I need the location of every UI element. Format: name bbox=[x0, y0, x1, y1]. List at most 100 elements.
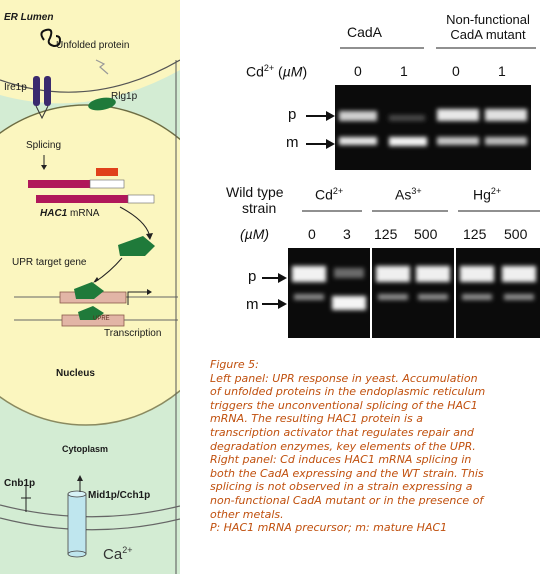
as-lane2-m-band bbox=[418, 294, 448, 300]
er-membrane bbox=[0, 59, 181, 93]
cnb1p-label: Cnb1p bbox=[4, 478, 36, 489]
hac1p-on-gene bbox=[74, 282, 104, 299]
bottom-p-label: p bbox=[248, 268, 257, 285]
cytoplasm-label: Cytoplasm bbox=[62, 444, 109, 454]
spliced-tail bbox=[127, 194, 155, 204]
as-metal-symbol: As bbox=[395, 186, 412, 203]
hg-lane2-p-band bbox=[502, 266, 536, 282]
cd-concentration-label: Cd2+ (µM) bbox=[246, 63, 307, 80]
caption-line: transcription activator that regulates r… bbox=[210, 425, 474, 439]
caption-line: of unfolded proteins in the endoplasmic … bbox=[210, 385, 486, 399]
top-lane2-m-band bbox=[389, 137, 427, 146]
hg-lane2-m-band bbox=[504, 294, 534, 300]
cd-lane1-m-band bbox=[294, 294, 324, 300]
top-lane4-m-band bbox=[485, 137, 527, 145]
top-m-label: m bbox=[286, 134, 299, 151]
bottom-lane-label-5: 125 bbox=[463, 226, 487, 242]
cd-lane2-m-band bbox=[332, 296, 366, 310]
wild-type-label: Wild type strain bbox=[226, 184, 284, 216]
calcium-channel bbox=[67, 493, 87, 555]
hac1p-on-upre bbox=[78, 306, 104, 320]
ire1p-stem bbox=[35, 105, 49, 120]
plasma-membrane-top bbox=[0, 504, 181, 518]
top-lane-label-3: 0 bbox=[452, 63, 460, 79]
rlg1p-label: Rlg1p bbox=[111, 91, 138, 102]
caption-line: Left panel: UPR response in yeast. Accum… bbox=[210, 371, 478, 385]
unfolded-protein-label: Unfolded protein bbox=[56, 40, 130, 51]
intron-segment bbox=[96, 168, 118, 176]
transcription-arrow bbox=[127, 291, 150, 305]
caption-line: other metals. bbox=[210, 507, 284, 521]
cd-lane1-p-band bbox=[292, 266, 326, 282]
bottom-um-label: (µM) bbox=[240, 226, 270, 242]
exon-1 bbox=[28, 180, 90, 188]
bottom-gel-cd-bands bbox=[292, 266, 366, 310]
bottom-gel-as-bands bbox=[376, 266, 450, 300]
caption-line: degradation enzymes, key elements of the… bbox=[210, 439, 476, 453]
caption-line: splicing is not observed in a strain exp… bbox=[210, 480, 473, 494]
micromolar-unit: µM bbox=[282, 63, 303, 80]
nonfunctional-line-2: CadA mutant bbox=[450, 27, 526, 42]
exon-2 bbox=[89, 179, 125, 189]
er-lumen-label: ER Lumen bbox=[4, 12, 54, 23]
hac1-mrna-label: HAC1 mRNA bbox=[40, 208, 99, 219]
transcription-label: Transcription bbox=[104, 328, 162, 339]
metal-header-underlines bbox=[302, 210, 540, 212]
as-metal-charge: 3+ bbox=[411, 186, 422, 196]
wild-type-line-2: strain bbox=[242, 200, 277, 216]
bottom-gel-hg-bands bbox=[460, 266, 536, 300]
top-lane4-p-band bbox=[485, 109, 527, 121]
bottom-lane-label-2: 3 bbox=[343, 226, 351, 242]
caption-line: triggers the unconventional splicing of … bbox=[210, 398, 478, 412]
calcium-label: Ca2+ bbox=[103, 545, 132, 563]
caption-line: mRNA. The resulting HAC1 protein is a bbox=[210, 412, 423, 426]
caption-line: Right panel: Cd induces HAC1 mRNA splici… bbox=[210, 453, 472, 467]
nonfunctional-header: Non-functional CadA mutant bbox=[430, 12, 545, 42]
caption-line: P: HAC1 mRNA precursor; m: mature HAC1 bbox=[210, 521, 448, 535]
cd-charge: 2+ bbox=[263, 63, 275, 73]
upre-label: UPRE bbox=[93, 316, 110, 322]
as-lane1-m-band bbox=[378, 294, 408, 300]
top-lane1-m-band bbox=[339, 137, 377, 145]
unfolded-protein-squiggle bbox=[40, 28, 62, 48]
lightning-bolt bbox=[95, 59, 109, 75]
top-lane1-p-band bbox=[339, 111, 377, 121]
top-lane3-p-band bbox=[437, 109, 479, 121]
as-metal-header: As3+ bbox=[395, 186, 422, 203]
bottom-m-label: m bbox=[246, 296, 259, 313]
column-header-underlines bbox=[340, 47, 536, 49]
caption-line: non-functional CadA mutant or in the pre… bbox=[210, 493, 484, 507]
top-lane-label-2: 1 bbox=[400, 63, 408, 79]
upr-schematic-figure bbox=[0, 0, 239, 574]
hg-metal-header: Hg2+ bbox=[473, 186, 501, 203]
cada-column-header: CadA bbox=[347, 24, 383, 40]
cd-metal-header: Cd2+ bbox=[315, 186, 343, 203]
cd-symbol: Cd bbox=[246, 63, 264, 80]
bottom-lane-label-3: 125 bbox=[374, 226, 398, 242]
ire1p-right bbox=[44, 76, 51, 106]
bottom-band-arrows bbox=[262, 273, 287, 309]
close-paren: ) bbox=[302, 63, 308, 80]
wild-type-line-1: Wild type bbox=[226, 184, 284, 200]
hg-metal-symbol: Hg bbox=[473, 186, 491, 203]
rlg1p-protein bbox=[88, 97, 116, 111]
top-lane-label-1: 0 bbox=[354, 63, 362, 79]
nonfunctional-line-1: Non-functional bbox=[446, 12, 530, 27]
hac1p-protein bbox=[118, 236, 155, 256]
cd-metal-charge: 2+ bbox=[332, 186, 344, 196]
as-lane1-p-band bbox=[376, 266, 410, 282]
top-p-label: p bbox=[288, 106, 297, 123]
cd-lane2-p-band bbox=[334, 268, 364, 278]
ire1p-left bbox=[33, 76, 40, 106]
bottom-lane-label-1: 0 bbox=[308, 226, 316, 242]
cd-metal-symbol: Cd bbox=[315, 186, 333, 203]
open-paren: ( bbox=[274, 63, 283, 80]
splicing-label: Splicing bbox=[26, 140, 62, 151]
ire1p-label: Ire1p bbox=[4, 82, 27, 93]
top-lane2-p-band bbox=[389, 115, 425, 121]
hg-lane1-m-band bbox=[462, 294, 492, 300]
top-lane-label-4: 1 bbox=[498, 63, 506, 79]
calcium-symbol: Ca bbox=[103, 546, 123, 563]
bottom-gel-hg-image bbox=[456, 248, 540, 338]
top-band-arrows bbox=[306, 111, 335, 149]
